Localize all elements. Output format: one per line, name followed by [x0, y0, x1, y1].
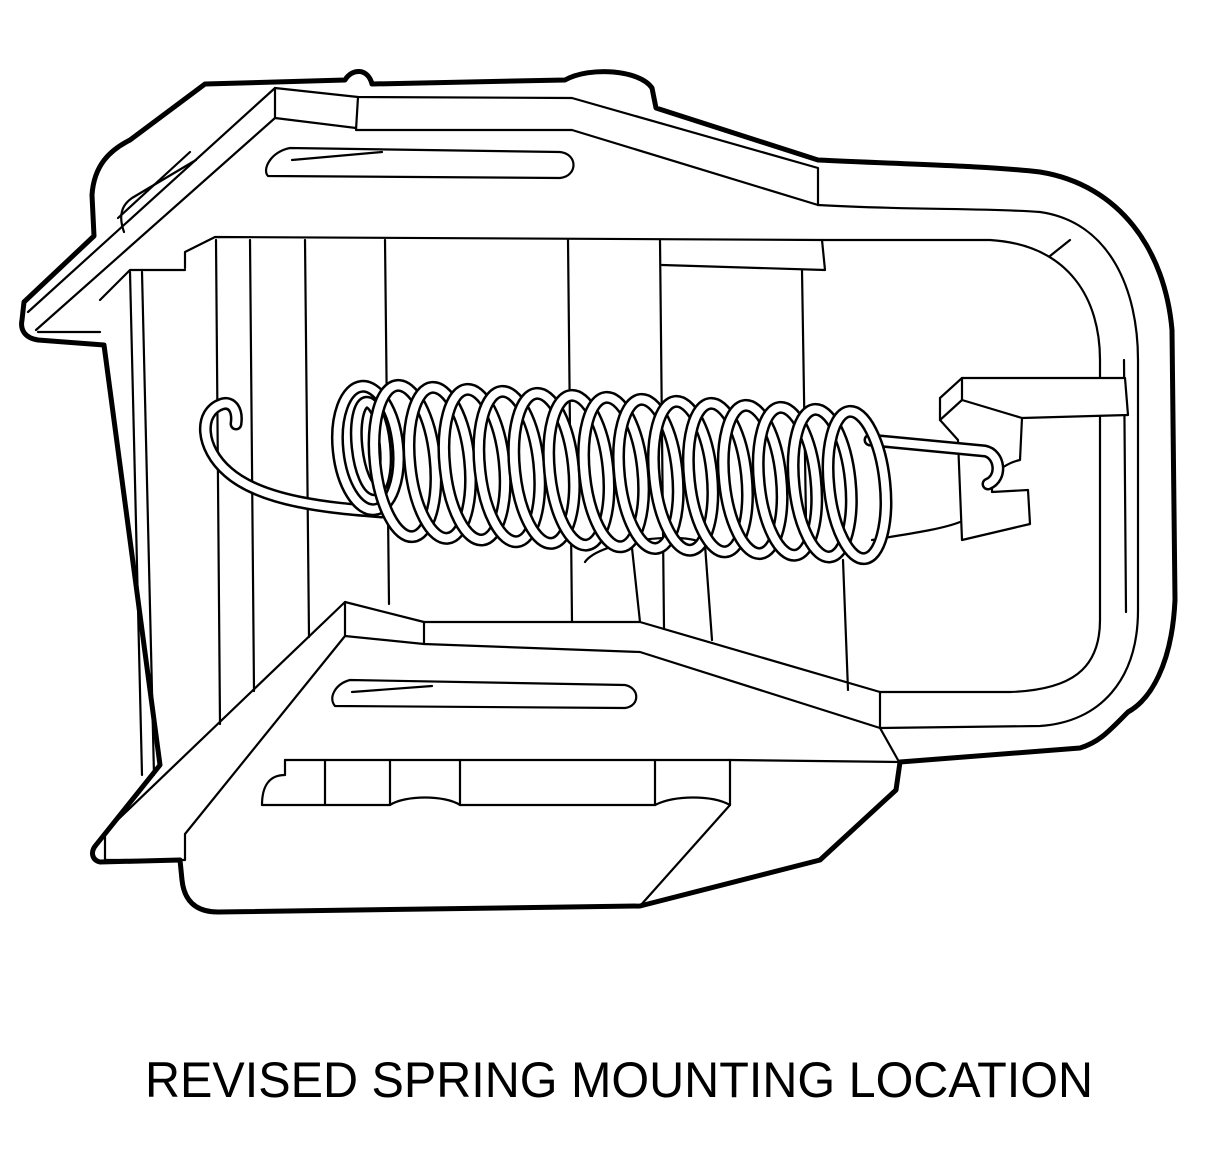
body-rib [800, 268, 808, 522]
lower-slot [331, 678, 638, 710]
upper-slot [264, 146, 575, 180]
spring-coil [786, 402, 858, 564]
spring-coil-core [824, 407, 890, 563]
spring [330, 378, 893, 566]
spring-coil [437, 382, 512, 547]
u-frame-outer-edge [816, 203, 1140, 730]
left-block [98, 268, 187, 302]
spring-coil-core [754, 403, 821, 560]
upper-flange [26, 86, 820, 334]
spring-coil-core [789, 405, 856, 561]
spring-coil-core [579, 393, 648, 551]
spring-end-coil-core [333, 382, 403, 514]
bracket-outline [19, 69, 1178, 915]
spring-coil-core [405, 383, 475, 543]
body-rib [214, 238, 222, 726]
spring-coil [542, 388, 616, 552]
spring-end-loop [199, 396, 389, 519]
spring-coil-core [370, 381, 440, 541]
spring-coil [751, 400, 824, 562]
spring-coil [402, 380, 477, 545]
spring-coil [507, 386, 581, 550]
body-rib [303, 238, 311, 639]
spring-coil [577, 390, 651, 554]
bottom-block [260, 758, 902, 908]
spring-coil [716, 398, 789, 561]
body-rib [248, 238, 256, 693]
spring-coil-core [614, 395, 683, 553]
spring-coil [472, 384, 547, 549]
spring-coil [821, 404, 893, 566]
spring-coil [646, 394, 720, 557]
spring-coil [681, 396, 754, 559]
spring-coil [612, 392, 685, 555]
spring-coil-core [684, 399, 752, 556]
spring-coil-core [439, 385, 510, 545]
spring-end-hook [863, 433, 1005, 491]
spring-coil-core [474, 387, 544, 546]
spring-coil-core [649, 397, 717, 555]
spring-end-coil [330, 379, 406, 517]
spring-coil-core [544, 391, 613, 550]
spring-coil [367, 378, 443, 544]
body-top-edge [183, 235, 827, 272]
diagram-caption: REVISED SPRING MOUNTING LOCATION [145, 1052, 1093, 1108]
spring-coil-core [719, 401, 787, 558]
u-frame-inner-edge [820, 238, 1102, 694]
spring-coil-core [509, 389, 579, 548]
lower-flange [103, 600, 882, 862]
